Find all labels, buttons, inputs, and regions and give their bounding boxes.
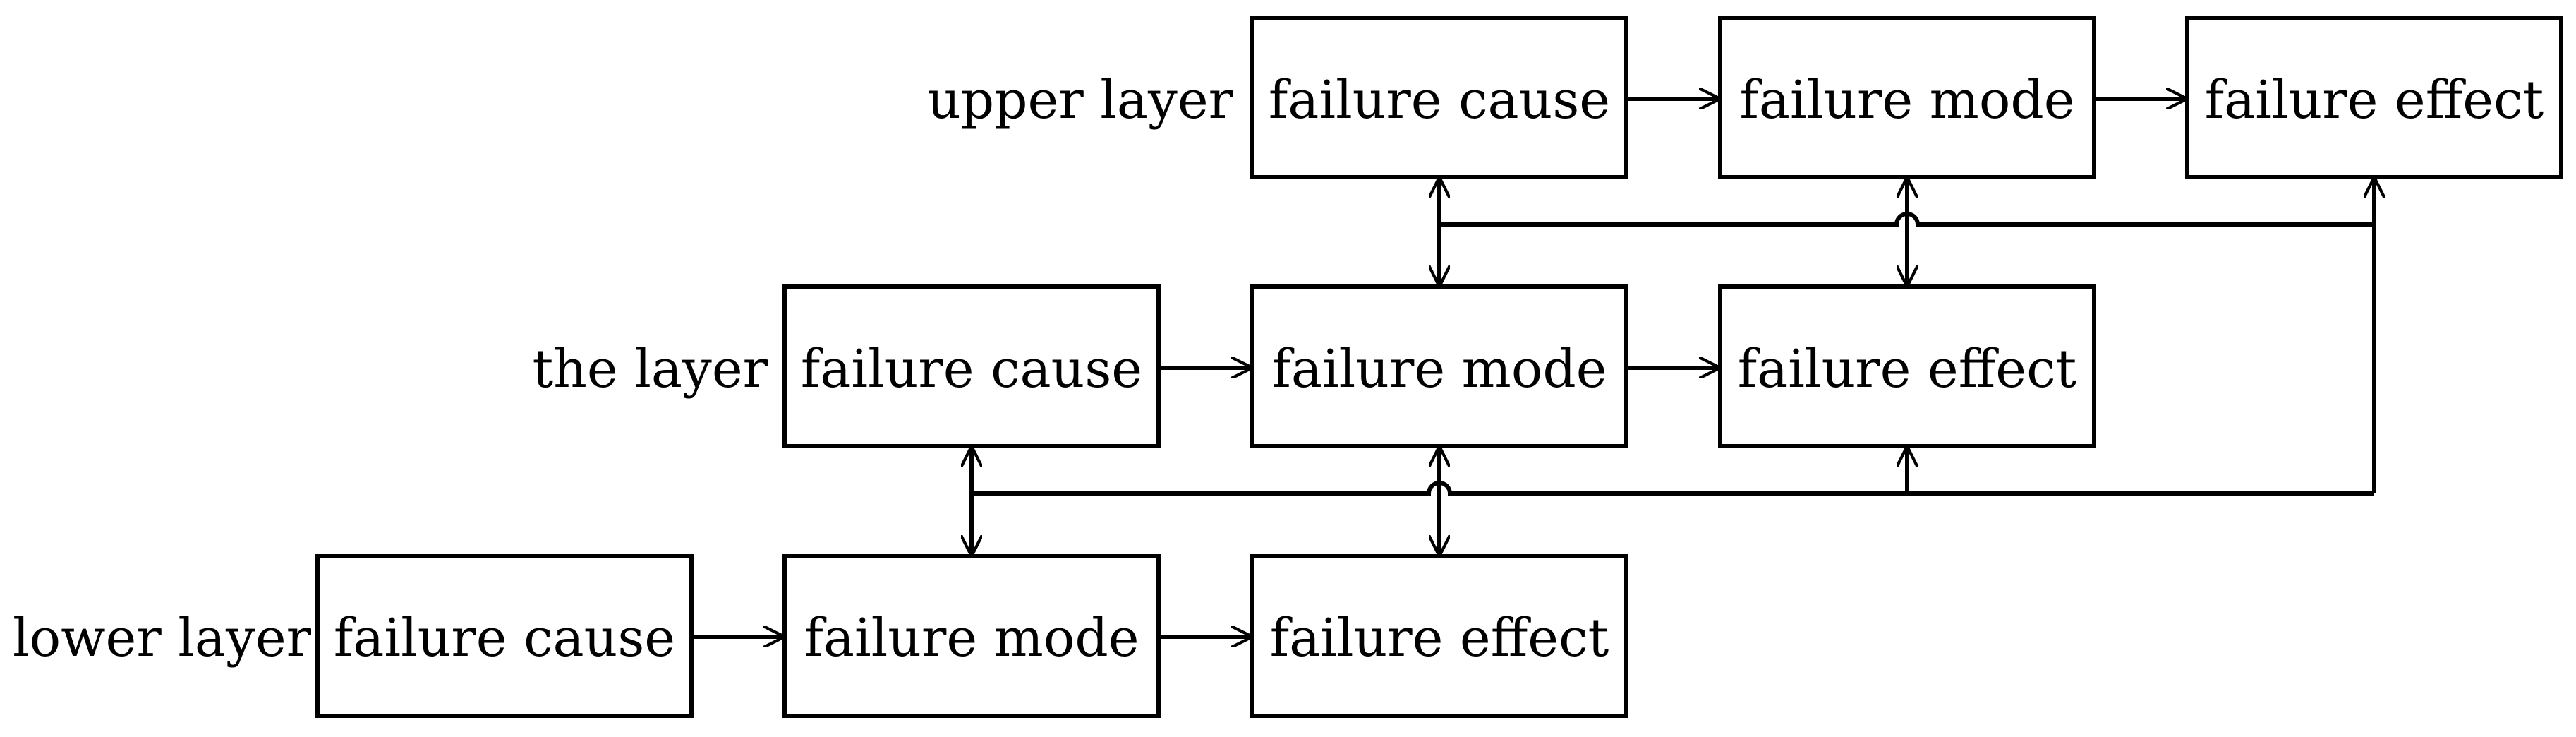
node-label: failure cause [801,339,1142,400]
node-label: failure mode [804,608,1139,669]
layer-label-middle: the layer [533,339,768,400]
node-label: failure mode [1271,339,1607,400]
node-lower-cause: failure cause [315,554,694,718]
connector-lower-bus [972,481,2374,496]
node-lower-mode: failure mode [782,554,1161,718]
node-label: failure effect [2205,70,2544,131]
layer-label-upper: upper layer [927,70,1233,131]
node-upper-effect: failure effect [2185,16,2563,179]
node-middle-effect: failure effect [1718,284,2096,448]
node-label: failure cause [1269,70,1610,131]
node-lower-effect: failure effect [1250,554,1628,718]
node-label: failure effect [1738,339,2077,400]
node-middle-cause: failure cause [782,284,1161,448]
node-upper-mode: failure mode [1718,16,2096,179]
node-label: failure mode [1739,70,2074,131]
layer-label-lower: lower layer [13,608,312,669]
node-upper-cause: failure cause [1250,16,1628,179]
node-label: failure cause [334,608,675,669]
node-middle-mode: failure mode [1250,284,1628,448]
node-label: failure effect [1270,608,1609,669]
